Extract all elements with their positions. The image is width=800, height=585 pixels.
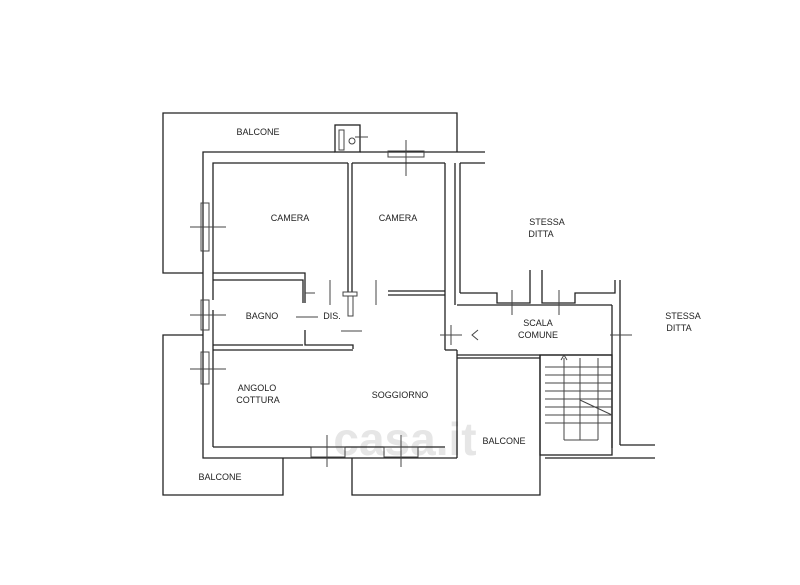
label-bagno: BAGNO <box>246 311 279 321</box>
label-cottura: COTTURA <box>236 395 280 405</box>
label-angolo: ANGOLO <box>238 383 277 393</box>
walls <box>162 112 655 496</box>
label-scala-b: COMUNE <box>518 330 558 340</box>
watermark: casa.it <box>333 413 476 465</box>
label-camera-2: CAMERA <box>379 213 418 223</box>
label-balcone-right: BALCONE <box>482 436 525 446</box>
label-balcone-bottom: BALCONE <box>198 472 241 482</box>
label-soggiorno: SOGGIORNO <box>372 390 429 400</box>
label-balcone-top: BALCONE <box>236 127 279 137</box>
label-stessa-ditta-1b: DITTA <box>528 229 553 239</box>
label-scala-a: SCALA <box>523 318 553 328</box>
label-stessa-ditta-2a: STESSA <box>665 311 701 321</box>
label-stessa-ditta-2b: DITTA <box>666 323 691 333</box>
room-labels: BALCONE CAMERA CAMERA STESSA DITTA STESS… <box>198 127 700 482</box>
label-camera-1: CAMERA <box>271 213 310 223</box>
label-dis: DIS. <box>323 311 341 321</box>
label-stessa-ditta-1a: STESSA <box>529 217 565 227</box>
